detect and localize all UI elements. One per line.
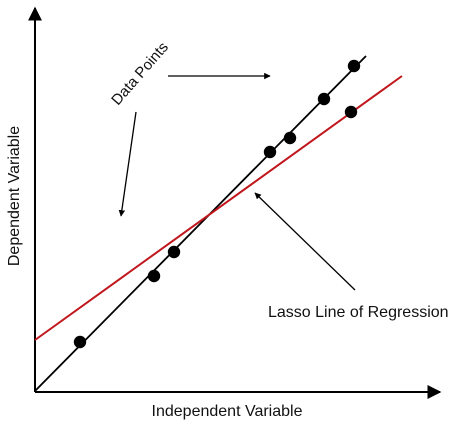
fit-line xyxy=(34,55,367,392)
data-point xyxy=(147,269,161,283)
data-points-group xyxy=(73,59,361,349)
lasso-callout-arrow-icon xyxy=(254,192,356,291)
x-axis-label: Independent Variable xyxy=(152,403,303,420)
data-points-label: Data Points xyxy=(108,39,172,109)
data-point xyxy=(344,105,358,119)
data-point xyxy=(283,131,297,145)
lasso-regression-line xyxy=(34,75,403,341)
data-point xyxy=(317,92,331,106)
data-point xyxy=(347,59,361,73)
lasso-line-label: Lasso Line of Regression xyxy=(268,304,449,321)
y-axis-label: Dependent Variable xyxy=(6,126,23,266)
data-point xyxy=(73,335,87,349)
data-point xyxy=(263,145,277,159)
data-points-down-arrow-icon xyxy=(118,111,137,217)
data-point xyxy=(167,245,181,259)
